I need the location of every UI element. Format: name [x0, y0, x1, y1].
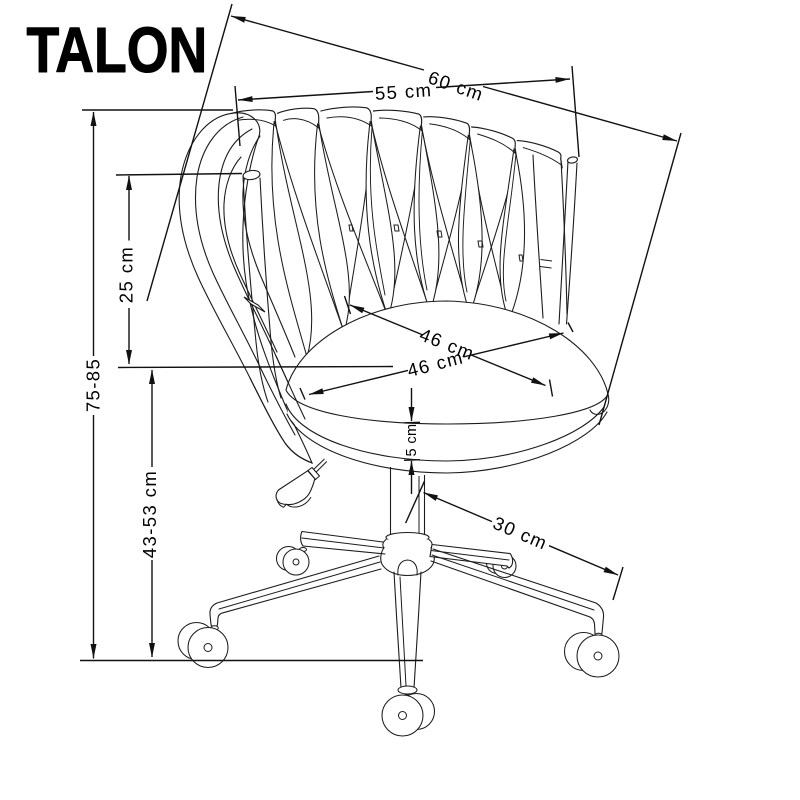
svg-text:43-53 cm: 43-53 cm	[139, 470, 160, 558]
svg-text:TALON: TALON	[27, 15, 208, 87]
svg-text:75-85: 75-85	[83, 358, 104, 412]
svg-text:25 cm: 25 cm	[116, 246, 137, 303]
svg-text:5 cm: 5 cm	[404, 423, 420, 456]
svg-text:55 cm: 55 cm	[374, 79, 433, 104]
